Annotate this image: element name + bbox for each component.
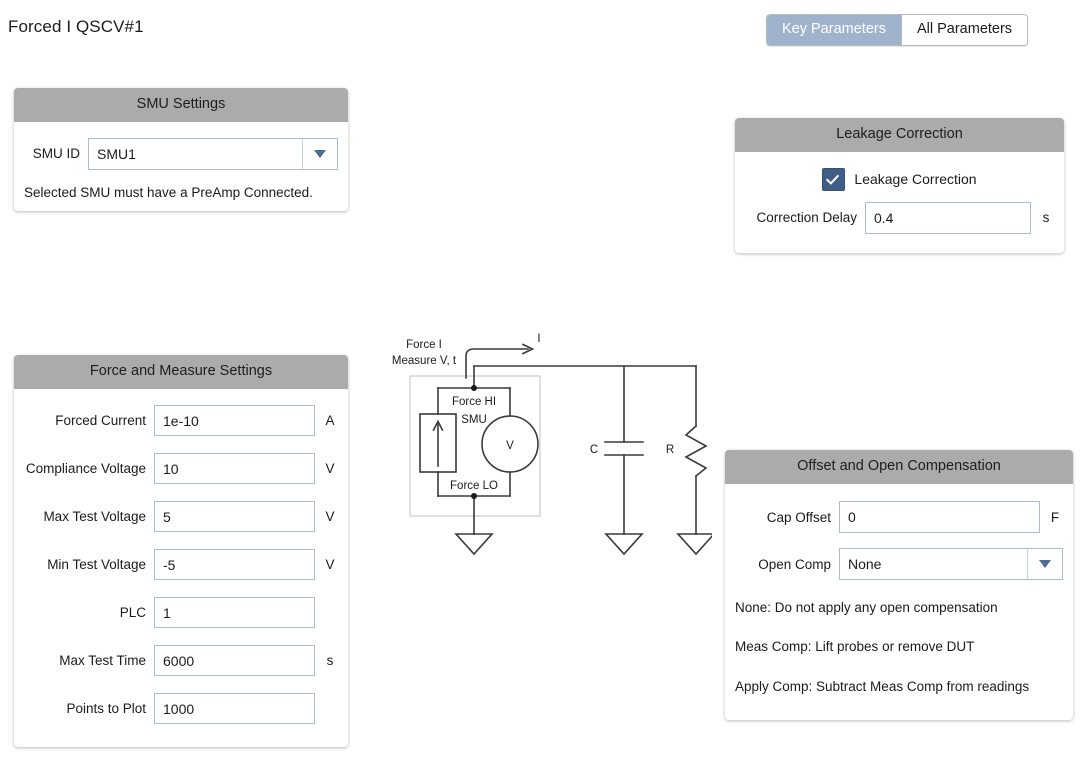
smu-settings-panel: SMU Settings SMU ID SMU1 Selected SMU mu… (14, 88, 348, 211)
ground-symbol-resistor (676, 533, 716, 556)
forced-current-row: Forced Current 1e-10 A (14, 397, 348, 445)
open-comp-value: None (848, 556, 882, 572)
smu-id-dropdown[interactable]: SMU1 (88, 137, 338, 170)
max-test-time-row: Max Test Time 6000 s (14, 637, 348, 685)
force-and-measure-settings-panel: Force and Measure Settings Forced Curren… (14, 355, 348, 747)
open-comp-label: Open Comp (758, 556, 831, 572)
plc-input[interactable]: 1 (154, 597, 315, 628)
smu-label: SMU (461, 414, 487, 426)
current-label: I (537, 333, 540, 345)
compliance-voltage-label: Compliance Voltage (25, 461, 146, 476)
points-to-plot-input[interactable]: 1000 (154, 693, 315, 724)
smu-settings-title: SMU Settings (14, 88, 348, 122)
tab-all-parameters[interactable]: All Parameters (900, 15, 1028, 45)
points-to-plot-row: Points to Plot 1000 (14, 685, 348, 733)
tab-key-parameters[interactable]: Key Parameters (767, 15, 901, 45)
force-and-measure-body: Forced Current 1e-10 A Compliance Voltag… (14, 388, 348, 747)
min-test-voltage-unit: V (325, 557, 335, 572)
open-comp-note-meas: Meas Comp: Lift probes or remove DUT (735, 639, 975, 654)
circuit-diagram: I Force I Measure V, t Force HI SMU V Fo… (376, 326, 716, 578)
max-test-voltage-unit: V (325, 509, 335, 524)
smu-id-value: SMU1 (97, 145, 136, 162)
resistor-zigzag (684, 424, 708, 478)
max-test-voltage-label: Max Test Voltage (43, 509, 146, 524)
plc-label: PLC (119, 605, 146, 620)
max-test-time-unit: s (326, 653, 334, 668)
force-and-measure-title: Force and Measure Settings (14, 355, 348, 389)
smu-enclosure (409, 375, 541, 517)
correction-delay-row: Correction Delay 0.4 s (735, 195, 1064, 241)
compliance-voltage-row: Compliance Voltage 10 V (14, 445, 348, 493)
cap-offset-label: Cap Offset (766, 509, 831, 525)
plc-row: PLC 1 (14, 589, 348, 637)
offset-and-open-compensation-title: Offset and Open Compensation (725, 450, 1073, 484)
open-comp-note-apply: Apply Comp: Subtract Meas Comp from read… (735, 678, 1030, 694)
min-test-voltage-row: Min Test Voltage -5 V (14, 541, 348, 589)
smu-preamp-note: Selected SMU must have a PreAmp Connecte… (24, 184, 313, 200)
cap-offset-row: Cap Offset 0 F (725, 494, 1073, 541)
page-title: Forced I QSCV#1 (8, 17, 144, 36)
leakage-correction-title: Leakage Correction (735, 118, 1064, 152)
force-i-label: Force I (406, 339, 442, 351)
leakage-correction-body: Leakage Correction Correction Delay 0.4 … (735, 151, 1064, 253)
smu-settings-body: SMU ID SMU1 Selected SMU must have a Pre… (14, 121, 348, 211)
smu-id-row: SMU ID SMU1 (14, 133, 348, 175)
ground-symbol-smu (454, 533, 494, 556)
correction-delay-label: Correction Delay (756, 210, 857, 225)
parameter-view-toggle[interactable]: Key Parameters All Parameters (766, 14, 1029, 46)
ground-symbol-capacitor (604, 533, 644, 556)
forced-current-label: Forced Current (55, 413, 146, 428)
current-source-arrow-head (432, 419, 444, 432)
cap-offset-input[interactable]: 0 (839, 501, 1040, 533)
offset-and-open-compensation-body: Cap Offset 0 F Open Comp None None: Do n… (725, 483, 1073, 720)
chevron-down-icon[interactable] (1027, 549, 1062, 579)
compliance-voltage-input[interactable]: 10 (154, 453, 315, 484)
offset-and-open-compensation-panel: Offset and Open Compensation Cap Offset … (725, 450, 1073, 720)
open-comp-note-none: None: Do not apply any open compensation (735, 599, 998, 615)
chevron-down-icon[interactable] (302, 138, 337, 169)
max-test-voltage-input[interactable]: 5 (154, 501, 315, 532)
max-test-time-input[interactable]: 6000 (154, 645, 315, 676)
leakage-correction-checkbox-row[interactable]: Leakage Correction (735, 154, 1064, 195)
force-lo-label: Force LO (450, 480, 498, 492)
smu-id-label: SMU ID (32, 146, 80, 161)
leakage-correction-panel: Leakage Correction Leakage Correction Co… (735, 118, 1064, 253)
junction-dot-force-lo (471, 493, 477, 499)
min-test-voltage-input[interactable]: -5 (154, 549, 315, 580)
correction-delay-input[interactable]: 0.4 (865, 201, 1031, 234)
max-test-time-label: Max Test Time (59, 653, 146, 668)
measure-v-t-label: Measure V, t (392, 355, 457, 367)
capacitor-label: C (590, 444, 598, 456)
correction-delay-unit: s (1042, 210, 1050, 225)
current-arrow-path (465, 348, 529, 379)
resistor-label: R (666, 444, 674, 456)
points-to-plot-label: Points to Plot (66, 701, 146, 716)
open-comp-dropdown[interactable]: None (839, 548, 1063, 580)
min-test-voltage-label: Min Test Voltage (47, 557, 146, 572)
leakage-correction-checkbox[interactable] (822, 167, 846, 191)
junction-dot-force-hi (471, 385, 477, 391)
forced-current-input[interactable]: 1e-10 (154, 405, 315, 436)
cap-offset-unit: F (1050, 509, 1060, 525)
max-test-voltage-row: Max Test Voltage 5 V (14, 493, 348, 541)
forced-current-unit: A (325, 413, 335, 428)
force-hi-label: Force HI (452, 396, 496, 408)
current-arrow-head (521, 343, 535, 355)
voltmeter-label: V (506, 440, 514, 452)
leakage-correction-checkbox-label: Leakage Correction (854, 171, 977, 187)
open-comp-row: Open Comp None (725, 541, 1073, 588)
compliance-voltage-unit: V (325, 461, 335, 476)
